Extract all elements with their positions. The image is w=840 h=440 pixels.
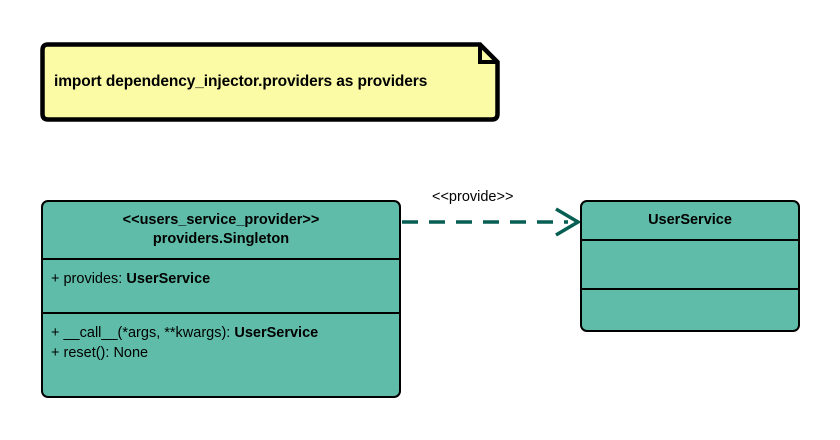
class-provider-header: <<users_service_provider>> providers.Sin… xyxy=(43,202,399,258)
attribute-row: + provides: UserService xyxy=(51,269,391,289)
note-text: import dependency_injector.providers as … xyxy=(54,73,428,90)
class-provider-stereotype: <<users_service_provider>> xyxy=(122,212,320,229)
attribute-label: + provides: xyxy=(51,271,127,287)
class-box-userservice[interactable]: UserService xyxy=(580,200,800,332)
class-userservice-header: UserService xyxy=(582,202,798,239)
attribute-type: UserService xyxy=(126,271,211,287)
operation-label: + __call__(*args, **kwargs): xyxy=(51,325,235,341)
operation-type: UserService xyxy=(234,325,319,341)
class-userservice-operations xyxy=(582,288,798,329)
class-provider-operations: + __call__(*args, **kwargs): UserService… xyxy=(43,312,399,396)
operation-label: + reset(): None xyxy=(51,345,149,361)
open-arrowhead-icon xyxy=(555,207,582,237)
note-import-comment[interactable]: import dependency_injector.providers as … xyxy=(40,42,500,122)
note-shape-icon xyxy=(40,42,500,122)
relationship-label-provide: <<provide>> xyxy=(432,189,514,205)
operation-row: + __call__(*args, **kwargs): UserService xyxy=(51,323,391,343)
operation-row: + reset(): None xyxy=(51,343,391,363)
class-provider-attributes: + provides: UserService xyxy=(43,258,399,312)
class-provider-name: providers.Singleton xyxy=(152,231,290,247)
class-box-provider[interactable]: <<users_service_provider>> providers.Sin… xyxy=(41,200,401,398)
class-userservice-name: UserService xyxy=(648,212,732,229)
class-userservice-attributes xyxy=(582,239,798,288)
